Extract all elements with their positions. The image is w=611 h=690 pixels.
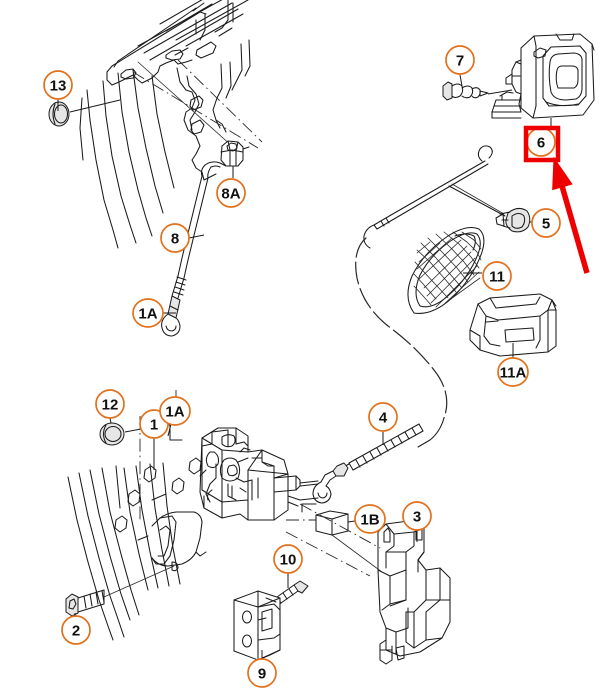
callout-label: 1A — [138, 306, 157, 323]
callout-11[interactable]: 11 — [482, 261, 512, 291]
part-1-door-lock-mechanism — [199, 427, 319, 521]
part-3-lock-bracket — [377, 519, 451, 665]
leader-8 — [188, 234, 205, 239]
callout-label: 13 — [50, 78, 67, 95]
callout-label: 12 — [102, 397, 119, 414]
leader-7 — [459, 74, 463, 87]
part-11A-trim-cover — [469, 293, 557, 357]
leader-1B-long — [331, 534, 383, 573]
leader-7b — [487, 89, 513, 95]
screw-tip-2 — [171, 561, 179, 572]
callout-4[interactable]: 4 — [368, 402, 398, 432]
callout-circle — [531, 208, 561, 238]
callout-label: 7 — [456, 53, 464, 70]
part-6-exterior-door-handle — [491, 33, 595, 119]
part-1B-block — [315, 510, 349, 536]
callout-circle — [368, 402, 398, 432]
callout-circle — [247, 658, 277, 688]
callout-10[interactable]: 10 — [273, 544, 303, 574]
callout-11a[interactable]: 11A — [497, 357, 529, 387]
callout-circle — [159, 396, 191, 426]
construction-lines-upper — [132, 59, 263, 149]
callout-2[interactable]: 2 — [61, 615, 91, 645]
part-1A-rod-end-upper — [161, 295, 181, 337]
bowden-cable-lower — [417, 417, 445, 448]
part-8A-rod-clip — [220, 140, 250, 167]
callout-1a[interactable]: 1A — [132, 298, 164, 328]
callout-1b[interactable]: 1B — [354, 504, 386, 534]
door-inner-panel-lower — [67, 457, 207, 641]
callout-9[interactable]: 9 — [247, 658, 277, 688]
part-8-operating-rod — [171, 161, 227, 299]
highlight-annotation-layer — [523, 125, 590, 274]
callout-circle — [402, 501, 432, 531]
callout-label: 9 — [258, 666, 266, 683]
door-frame-upper-assembly — [79, 0, 251, 249]
callout-label: 10 — [280, 552, 297, 569]
callout-13[interactable]: 13 — [43, 70, 73, 100]
construction-line-lower — [299, 503, 381, 549]
callout-label: 8A — [221, 186, 240, 203]
callout-3[interactable]: 3 — [402, 501, 432, 531]
callout-5[interactable]: 5 — [531, 208, 561, 238]
callout-6[interactable]: 6 — [526, 127, 556, 157]
part-7-screw — [442, 81, 489, 101]
callout-circle — [132, 298, 164, 328]
callout-8a[interactable]: 8A — [216, 178, 246, 208]
callout-label: 1A — [165, 404, 184, 421]
part-13-grommet — [48, 101, 70, 127]
callout-label: 4 — [379, 410, 388, 427]
highlight-arrow-shaft — [557, 180, 590, 274]
callout-8[interactable]: 8 — [160, 223, 190, 253]
callout-label: 1B — [360, 512, 379, 529]
callout-label: 6 — [537, 135, 545, 152]
callout-label: 3 — [413, 509, 421, 526]
highlight-arrow-head — [552, 156, 573, 191]
callout-circle — [43, 70, 73, 100]
part-5-cable-clip — [495, 207, 531, 233]
part-10-screw — [269, 580, 309, 607]
leader-1B-bracket — [301, 503, 317, 513]
construction-line-lower2 — [285, 531, 371, 577]
part-12-grommet — [99, 422, 125, 446]
callout-circle — [482, 261, 512, 291]
callout-label: 11A — [500, 365, 527, 382]
bowden-cable-route — [355, 237, 448, 419]
callout-1a[interactable]: 1A — [159, 396, 191, 426]
part-9-striker-plate — [233, 590, 281, 661]
callout-label: 1 — [150, 417, 158, 434]
callout-label: 5 — [542, 216, 550, 233]
callout-circle — [160, 223, 190, 253]
callout-circle — [354, 504, 386, 534]
callout-label: 8 — [171, 231, 179, 248]
callout-circle — [445, 45, 475, 75]
callout-circle — [95, 389, 125, 419]
cable-upper-assembly — [363, 145, 506, 249]
leader-13b — [69, 99, 121, 113]
callout-12[interactable]: 12 — [95, 389, 125, 419]
callout-circle — [273, 544, 303, 574]
callout-circle — [61, 615, 91, 645]
part-2-bolt — [65, 589, 105, 617]
leader-2-long — [103, 565, 175, 598]
callout-circle — [216, 178, 246, 208]
part-4-cable-release — [312, 423, 424, 504]
callout-label: 11 — [489, 269, 505, 286]
callout-circle — [497, 357, 529, 387]
part-11-mesh-net — [407, 227, 485, 314]
leader-1B — [347, 520, 356, 523]
callout-7[interactable]: 7 — [445, 45, 475, 75]
highlight-box-part-6 — [523, 125, 561, 163]
callout-label: 2 — [72, 623, 80, 640]
